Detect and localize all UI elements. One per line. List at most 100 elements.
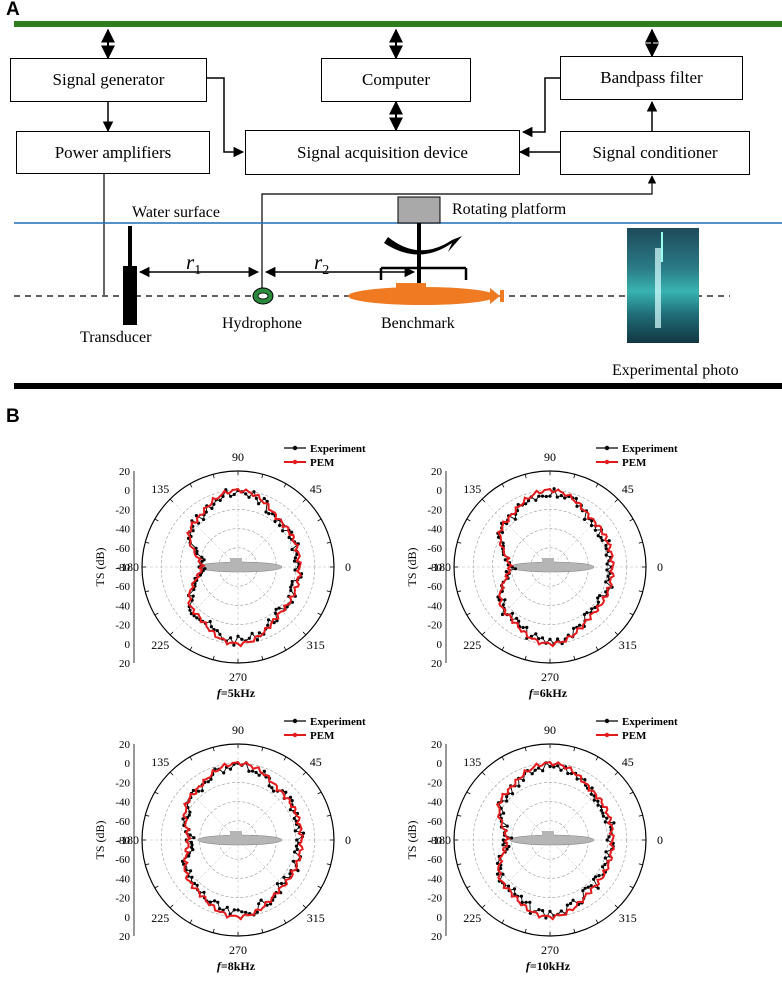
polar-tick-mark — [283, 483, 287, 488]
polar-tick-mark — [154, 885, 159, 889]
experiment-point — [225, 905, 229, 909]
polar-spoke — [549, 498, 619, 568]
experiment-point — [559, 494, 563, 498]
computer-box: Computer — [321, 58, 471, 102]
r1-letter: r — [186, 250, 195, 274]
experiment-point — [524, 502, 528, 506]
experiment-point — [521, 778, 526, 783]
angle-tick-label: -180 — [117, 833, 139, 847]
experiment-point — [247, 636, 251, 640]
experiment-point — [191, 529, 195, 533]
experiment-point — [196, 789, 201, 793]
experiment-point — [264, 510, 268, 514]
polar-tick-mark — [614, 631, 619, 636]
experiment-point — [290, 547, 294, 552]
power-amplifiers-box: Power amplifiers — [16, 131, 210, 174]
experiment-point — [604, 543, 608, 548]
experiment-point — [513, 892, 517, 896]
polar-tick-mark — [614, 771, 619, 776]
experiment-point — [191, 788, 195, 793]
experiment-point — [278, 523, 282, 528]
polar-spoke — [237, 839, 307, 909]
experiment-point — [191, 848, 195, 852]
ts-axis-label: TS (dB) — [93, 820, 107, 859]
experiment-point — [598, 594, 602, 598]
experiment-point — [604, 850, 608, 854]
angle-tick-label: 315 — [619, 911, 637, 925]
radial-tick-label: -80 — [115, 562, 130, 574]
radial-tick-label: 20 — [119, 739, 131, 751]
polar-tick-mark — [638, 590, 643, 593]
experiment-point — [575, 777, 579, 781]
experiment-point — [581, 889, 585, 893]
experiment-point — [292, 816, 296, 821]
r2-label: r2 — [314, 250, 329, 279]
experiment-point — [556, 637, 560, 641]
experiment-point — [222, 771, 226, 775]
experiment-point — [537, 908, 541, 912]
polar-tick-mark — [573, 474, 576, 479]
experiment-point — [232, 908, 236, 912]
polar-tick-mark — [302, 771, 307, 776]
polar-tick-mark — [317, 518, 322, 522]
experiment-point — [195, 549, 199, 553]
experiment-point — [213, 899, 217, 903]
angle-tick-label: 90 — [232, 450, 244, 464]
frequency-caption-value: =10kHz — [530, 959, 571, 973]
experiment-point — [218, 632, 222, 637]
radial-tick-label: -40 — [115, 524, 130, 536]
experiment-point — [293, 850, 297, 854]
experiment-point — [501, 603, 505, 607]
experiment-point — [525, 625, 529, 630]
experiment-point — [590, 607, 594, 611]
experiment-point — [290, 799, 294, 803]
experiment-point — [503, 598, 507, 602]
experiment-point — [187, 854, 191, 858]
experiment-point — [537, 494, 541, 498]
experiment-point — [565, 903, 570, 907]
radial-tick-label: -80 — [427, 835, 442, 847]
submarine-model-icon — [197, 561, 283, 573]
experiment-point — [605, 562, 609, 566]
angle-tick-label: 315 — [307, 638, 325, 652]
experiment-point — [544, 916, 548, 920]
experiment-point — [289, 585, 293, 589]
experiment-point — [244, 492, 248, 496]
legend-experiment-label: Experiment — [622, 716, 678, 728]
panel-a-label: A — [6, 0, 20, 20]
experiment-point — [190, 875, 194, 880]
radial-tick-label: -80 — [115, 835, 130, 847]
radial-tick-label: -60 — [427, 816, 442, 828]
pem-series-line — [496, 487, 615, 648]
experiment-point — [290, 583, 294, 587]
submarine-sail-icon — [542, 831, 554, 836]
experiment-point — [574, 496, 578, 501]
polar-spoke — [549, 566, 619, 636]
legend-pem-marker — [292, 732, 298, 738]
experiment-point — [181, 817, 185, 821]
experiment-point — [513, 567, 518, 571]
polar-tick-mark — [189, 483, 193, 488]
polar-tick-mark — [466, 791, 471, 795]
radial-tick-label: -40 — [115, 797, 130, 809]
experiment-point — [279, 881, 284, 886]
radial-tick-label: -40 — [115, 600, 130, 612]
angle-tick-label: 225 — [151, 911, 169, 925]
experiment-point — [590, 786, 594, 790]
experiment-point — [501, 541, 505, 545]
experiment-point — [229, 494, 233, 498]
experiment-point — [607, 835, 611, 839]
frequency-caption: f=10kHz — [526, 959, 571, 973]
polar-tick-mark — [457, 590, 462, 593]
experiment-point — [294, 844, 299, 848]
experiment-point — [209, 777, 213, 781]
angle-tick-label: -180 — [117, 560, 139, 574]
benchmark-submarine-icon — [348, 283, 504, 305]
radial-tick-label: -20 — [115, 893, 130, 905]
radial-tick-label: 0 — [125, 639, 131, 651]
polar-tick-mark — [595, 919, 599, 924]
experiment-point — [605, 838, 609, 842]
experiment-point — [502, 811, 506, 815]
